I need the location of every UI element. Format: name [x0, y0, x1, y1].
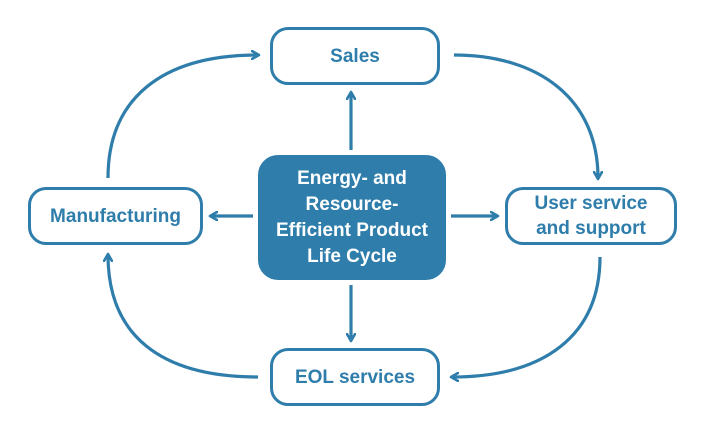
arrow-manufacturing-to-sales: [106, 55, 258, 179]
arrow-user-service-to-eol: [452, 256, 602, 377]
manufacturing-label: Manufacturing: [50, 205, 181, 227]
arrow-eol-to-manufacturing: [108, 255, 259, 379]
user-service-node: User service and support: [505, 187, 677, 245]
eol-services-label: EOL services: [294, 366, 416, 388]
center-node: Energy- and Resource- Efficient Product …: [258, 155, 446, 280]
user-service-label: User service and support: [534, 193, 648, 239]
eol-services-node: EOL services: [270, 348, 440, 406]
sales-node: Sales: [270, 27, 440, 85]
sales-label: Sales: [330, 45, 380, 67]
center-label: Energy- and Resource- Efficient Product …: [275, 167, 428, 267]
manufacturing-node: Manufacturing: [28, 187, 203, 245]
arrow-sales-to-user-service: [453, 53, 598, 178]
